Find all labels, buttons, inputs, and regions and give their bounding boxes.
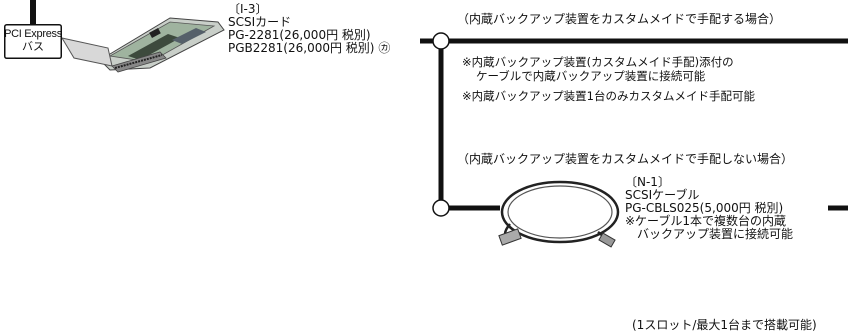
pci-express-bus-box: PCI Express バス xyxy=(4,24,62,59)
bus-label-line1: PCI Express xyxy=(4,28,62,40)
cable-model: PG-CBLS025(5,000円 税別) xyxy=(625,201,784,215)
bus-box-border xyxy=(4,24,62,59)
branch-top-note1-line1: ※内蔵バックアップ装置(カスタムメイド手配)添付の xyxy=(462,55,734,69)
cable-code: 〔N-1〕 xyxy=(625,175,670,189)
scsi-cable-image xyxy=(498,180,620,248)
cable-note-line1: ※ケーブル1本で複数台の内蔵 xyxy=(625,214,786,228)
scsi-card-image xyxy=(60,17,225,73)
branch-top-heading: （内蔵バックアップ装置をカスタムメイドで手配する場合） xyxy=(457,12,782,26)
branch-top-note1-line2: ケーブルで内蔵バックアップ装置に接続可能 xyxy=(476,69,706,83)
card-info: 〔I-3〕 SCSIカード PG-2281(26,000円 税別) PGB228… xyxy=(228,3,390,55)
junction-bottom xyxy=(432,199,450,217)
cable-note-line2: バックアップ装置に接続可能 xyxy=(637,227,794,241)
card-name: SCSIカード xyxy=(228,15,292,29)
card-model-2-row: PGB2281(26,000円 税別) ㋕ xyxy=(228,42,390,55)
branch-top-note2: ※内蔵バックアップ装置1台のみカスタムメイド手配可能 xyxy=(462,89,755,103)
junction-top xyxy=(432,32,450,50)
bus-label-line2: バス xyxy=(22,41,44,53)
slot-footnote: (1スロット/最大1台まで搭載可能) xyxy=(632,318,817,332)
card-model-1: PG-2281(26,000円 税別) xyxy=(228,28,371,42)
card-model-2: PGB2281(26,000円 税別) xyxy=(228,41,375,55)
cable-name: SCSIケーブル xyxy=(625,188,700,202)
branch-bottom-heading: （内蔵バックアップ装置をカスタムメイドで手配しない場合） xyxy=(457,152,794,166)
cable-info: 〔N-1〕 SCSIケーブル PG-CBLS025(5,000円 税別) ※ケー… xyxy=(625,176,793,241)
card-model-2-mark: ㋕ xyxy=(378,41,391,55)
card-code: 〔I-3〕 xyxy=(228,2,268,16)
